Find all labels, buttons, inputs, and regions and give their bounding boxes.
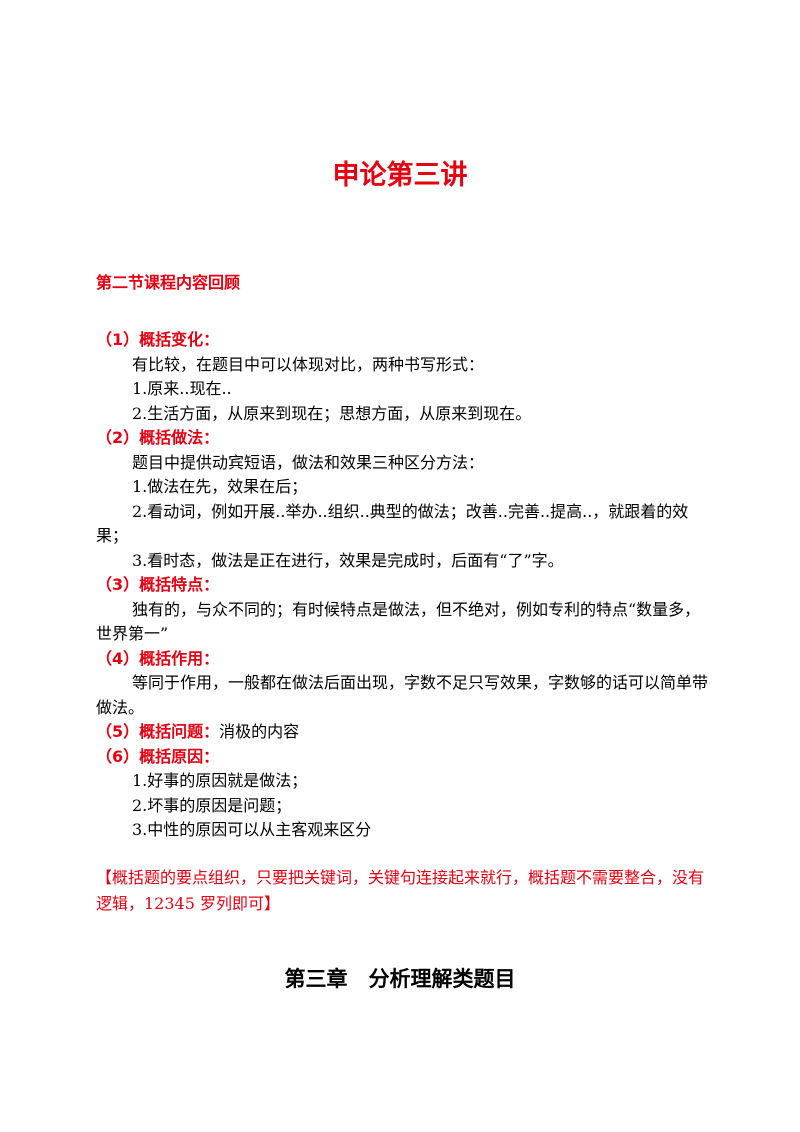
item-2-line-3: 2.看动词，例如开展..举办..组织..典型的做法；改善..完善..提高..，就…: [96, 501, 689, 546]
item-2-label: （2）概括做法：: [96, 428, 220, 447]
item-1-label: （1）概括变化：: [96, 330, 220, 349]
item-6-line-3: 3.中性的原因可以从主客观来区分: [132, 820, 372, 839]
item-6-heading: （6）概括原因：: [96, 745, 708, 770]
item-5-heading: （5）概括问题：消极的内容: [96, 720, 708, 745]
item-4-line-1: 等同于作用，一般都在做法后面出现，字数不足只写效果，字数够的话可以简单带做法。: [96, 673, 709, 717]
item-1-line-2: 1.原来..现在..: [132, 379, 232, 398]
item-1-heading: （1）概括变化：: [96, 328, 708, 353]
item-2-line-1: 题目中提供动宾短语，做法和效果三种区分方法：: [132, 452, 485, 472]
item-3-heading: （3）概括特点：: [96, 573, 708, 598]
item-5-label: （5）概括问题：: [96, 722, 220, 741]
summary-note: 【概括题的要点组织，只要把关键词，关键句连接起来就行，概括题不需要整合，没有逻辑…: [96, 868, 705, 913]
chapter-title: 第三章 分析理解类题目: [284, 967, 516, 991]
item-1-line-3: 2.生活方面，从原来到现在；思想方面，从原来到现在。: [132, 403, 532, 423]
item-1-line-1: 有比较，在题目中可以体现对比，两种书写形式：: [132, 354, 485, 374]
item-3-label: （3）概括特点：: [96, 575, 220, 594]
item-6-line-1: 1.好事的原因就是做法；: [132, 771, 308, 790]
item-6-label: （6）概括原因：: [96, 746, 220, 766]
item-4-heading: （4）概括作用：: [96, 647, 708, 672]
review-content: （1）概括变化： 有比较，在题目中可以体现对比，两种书写形式： 1.原来..现在…: [96, 328, 708, 843]
item-5-inline-text: 消极的内容: [219, 722, 300, 741]
document-title: 申论第三讲: [332, 160, 468, 191]
item-4-label: （4）概括作用：: [96, 648, 220, 668]
item-2-line-4: 3.看时态，做法是正在进行，效果是完成时，后面有“了”字。: [132, 550, 564, 570]
item-2-line-2: 1.做法在先，效果在后；: [132, 477, 308, 496]
item-3-line-1: 独有的，与众不同的；有时候特点是做法，但不绝对，例如专利的特点“数量多，世界第一…: [96, 599, 701, 644]
item-2-heading: （2）概括做法：: [96, 426, 708, 451]
item-6-line-2: 2.坏事的原因是问题；: [132, 795, 292, 815]
section-heading: 第二节课程内容回顾: [96, 273, 241, 292]
